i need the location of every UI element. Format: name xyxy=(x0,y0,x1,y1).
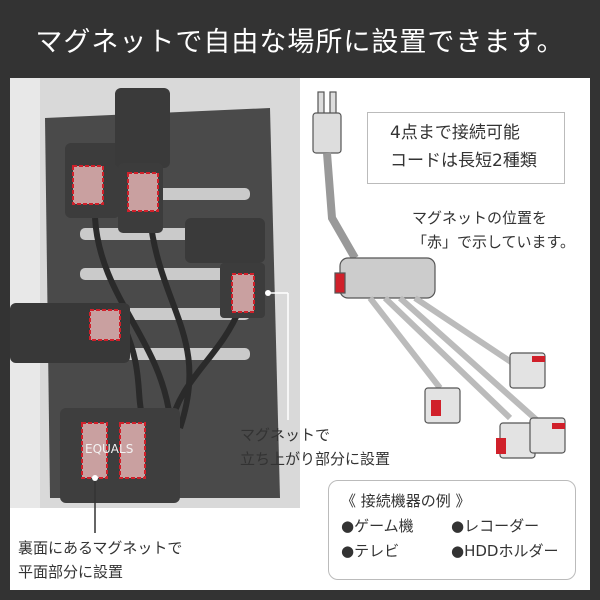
power-strip-illustration xyxy=(312,91,566,459)
product-label: EQUALS xyxy=(85,442,133,456)
info-box: 4点まで接続可能 コードは長短2種類 xyxy=(367,112,565,184)
callout-flat-line-1: 裏面にあるマグネットで xyxy=(18,539,183,557)
device-item: ●レコーダー xyxy=(451,517,540,535)
magnet-note-line-2: 「赤」で示しています。 xyxy=(412,233,576,251)
callout-upright: マグネットで 立ち上がり部分に設置 xyxy=(240,423,390,471)
magnet-note: マグネットの位置を 「赤」で示しています。 xyxy=(412,206,575,254)
adapter-1 xyxy=(115,88,170,168)
device-item: ●テレビ xyxy=(341,542,400,560)
callout-upright-line-2: 立ち上がり部分に設置 xyxy=(240,450,391,468)
device-item: ●HDDホルダー xyxy=(451,542,559,560)
callout-flat-line-2: 平面部分に設置 xyxy=(18,563,124,581)
info-line-1: 4点まで接続可能 xyxy=(390,123,520,143)
magnet-note-line-1: マグネットの位置を xyxy=(412,209,548,227)
info-line-2: コードは長短2種類 xyxy=(390,151,537,171)
adapter-2 xyxy=(185,218,265,263)
device-examples-heading: 《 接続機器の例 》 xyxy=(341,492,471,510)
callout-flat: 裏面にあるマグネットで 平面部分に設置 xyxy=(18,536,182,584)
page-title: マグネットで自由な場所に設置できます。 xyxy=(35,26,565,58)
magnet-markers xyxy=(72,165,255,479)
device-examples-box: 《 接続機器の例 》 ●ゲーム機 ●レコーダー ●テレビ ●HDDホルダー xyxy=(328,480,576,580)
callout-upright-line-1: マグネットで xyxy=(240,426,331,444)
device-item: ●ゲーム機 xyxy=(341,517,414,535)
content-panel: EQUALS 4点まで接続可能 コードは長短2種類 マグネ xyxy=(10,78,590,590)
product-photo: EQUALS xyxy=(10,78,566,533)
